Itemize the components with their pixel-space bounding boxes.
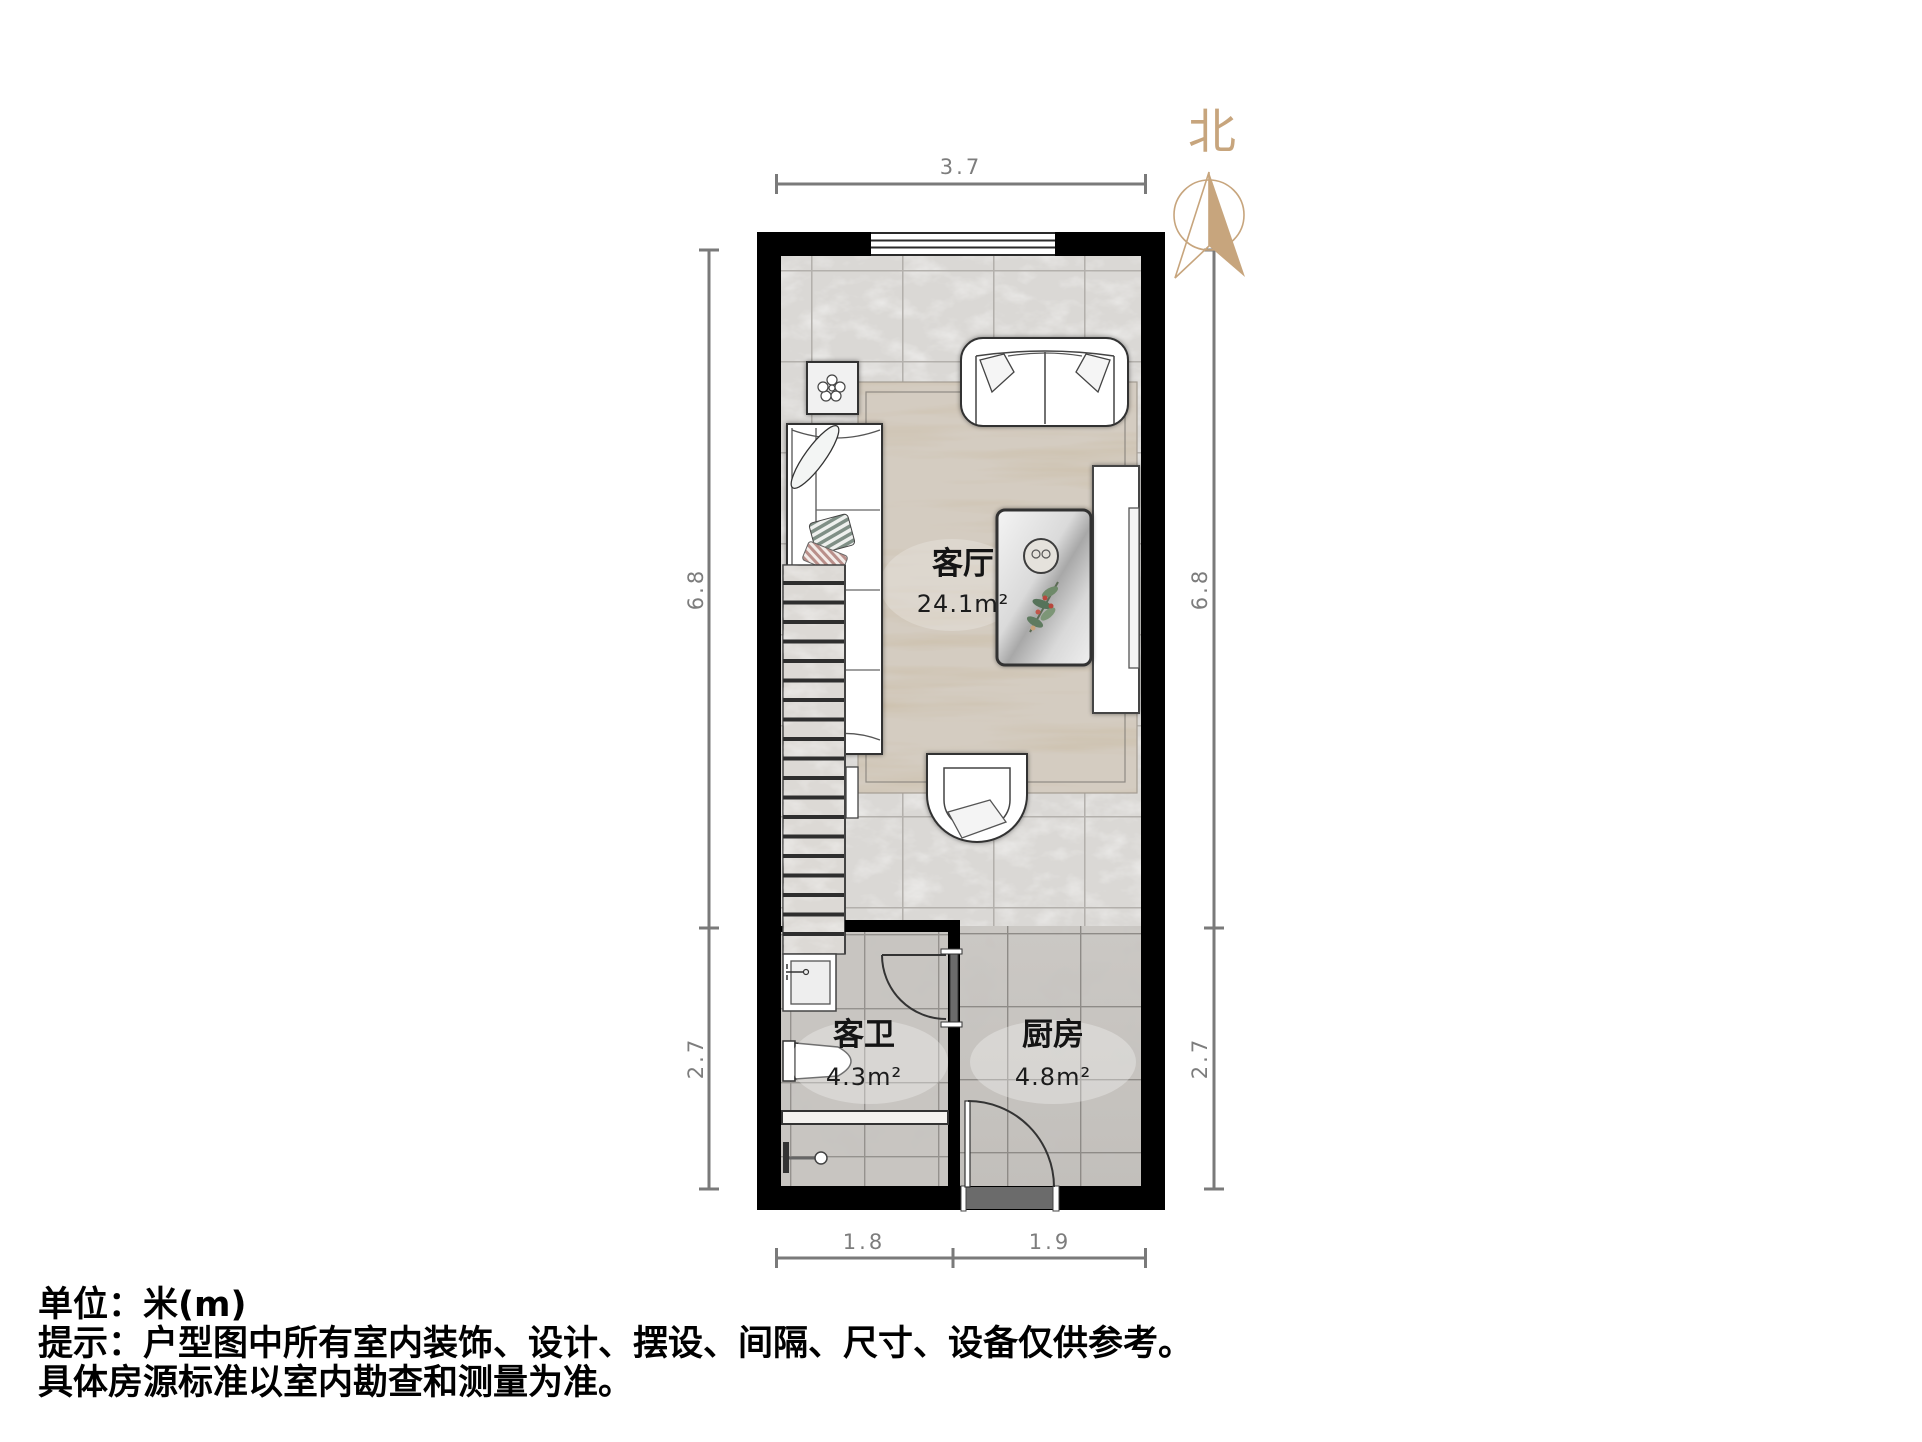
disclaimer-note: 提示：户型图中所有室内装饰、设计、摆设、间隔、尺寸、设备仅供参考。 [38,1324,1194,1364]
end-table [845,766,859,819]
north-label: 北 [1187,104,1236,160]
loveseat-sofa [960,337,1129,427]
shower-icon [783,1142,828,1173]
dimension-right-upper: 6.8 [1188,567,1212,611]
bathroom-door [881,948,963,1028]
kitchen-area: 4.8m² [1014,1063,1092,1091]
dimension-bottom-right: 1.9 [1028,1230,1072,1254]
north-arrow-icon [1173,171,1245,279]
striped-pillow [808,513,856,555]
window [871,232,1055,256]
dimension-right-lower: 2.7 [1188,1036,1212,1080]
dimension-left-lower: 2.7 [684,1036,708,1080]
kitchen-floor [960,926,1141,1186]
tv-cabinet [1092,465,1140,714]
dimension-top-total: 3.7 [939,155,983,179]
bathroom-wall [845,920,960,1190]
unit-note: 单位：米(m) [38,1285,247,1325]
notes-block: 单位：米(m) 提示：户型图中所有室内装饰、设计、摆设、间隔、尺寸、设备仅供参考… [38,1286,1193,1403]
kitchen-name: 厨房 [1022,1017,1084,1053]
bottom-dimension-line [775,1248,1147,1268]
living-room-name: 客厅 [932,546,994,582]
living-room-area: 24.1m² [916,590,1010,618]
living-room-label-backdrop [880,539,1024,631]
bathroom-area: 4.3m² [825,1063,903,1091]
dimension-bottom-left: 1.8 [842,1230,886,1254]
coffee-table [995,508,1093,667]
dimension-left-upper: 6.8 [684,567,708,611]
tv [1128,507,1140,669]
throw-pillow [790,425,840,489]
top-dimension-line [775,174,1147,194]
standard-note: 具体房源标准以室内勘查和测量为准。 [38,1363,634,1403]
plant-decoration [1026,581,1059,633]
plate [1023,538,1059,574]
side-table [806,361,859,415]
shower-partition [781,1110,949,1125]
kitchen-label-backdrop [970,1020,1136,1104]
bathroom-name: 客卫 [833,1017,895,1053]
toilet [782,1040,852,1082]
armchair [926,753,1028,843]
kitchen-door [960,1100,1060,1212]
flower-icon [817,374,846,402]
left-dimension-line [699,248,719,1191]
washbasin [782,953,837,1012]
bathroom-label-backdrop [790,1020,948,1104]
staircase [782,564,846,955]
